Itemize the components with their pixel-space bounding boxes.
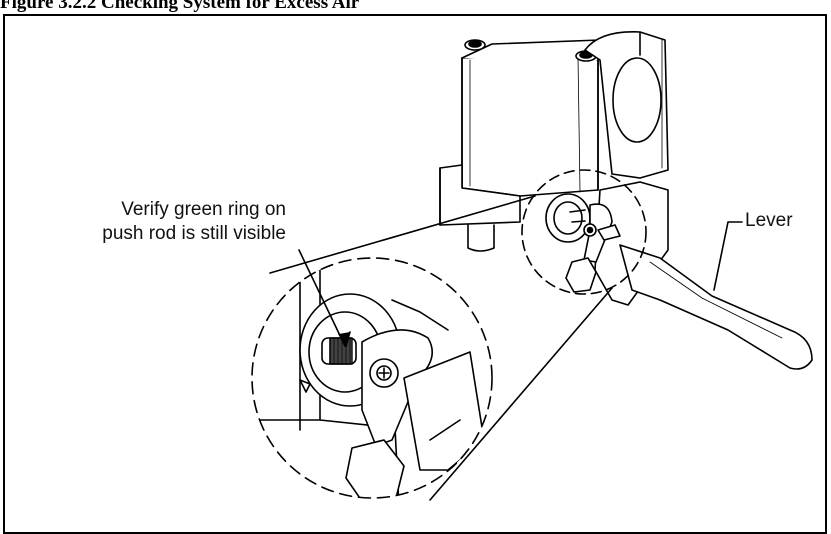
detail-circle-large	[251, 257, 493, 499]
verify-callout-line-1: Verify green ring on	[121, 199, 286, 220]
lever-callout: Lever	[745, 210, 793, 231]
lever-leader-line	[713, 221, 743, 291]
magnify-line-upper	[269, 195, 536, 274]
detail-circle-small	[521, 169, 647, 295]
verify-callout-line-2: push rod is still visible	[102, 223, 286, 244]
verify-leader-line	[298, 249, 346, 347]
valve-body	[439, 39, 601, 252]
lever-assembly	[545, 181, 813, 370]
verify-green-ring-callout: Verify green ring on push rod is still v…	[102, 198, 286, 246]
clamp-ring	[584, 31, 669, 179]
verify-leader-arrow	[338, 331, 351, 347]
magnify-line-lower	[429, 287, 613, 501]
figure-title: Figure 3.2.2 Checking System for Excess …	[0, 0, 360, 13]
